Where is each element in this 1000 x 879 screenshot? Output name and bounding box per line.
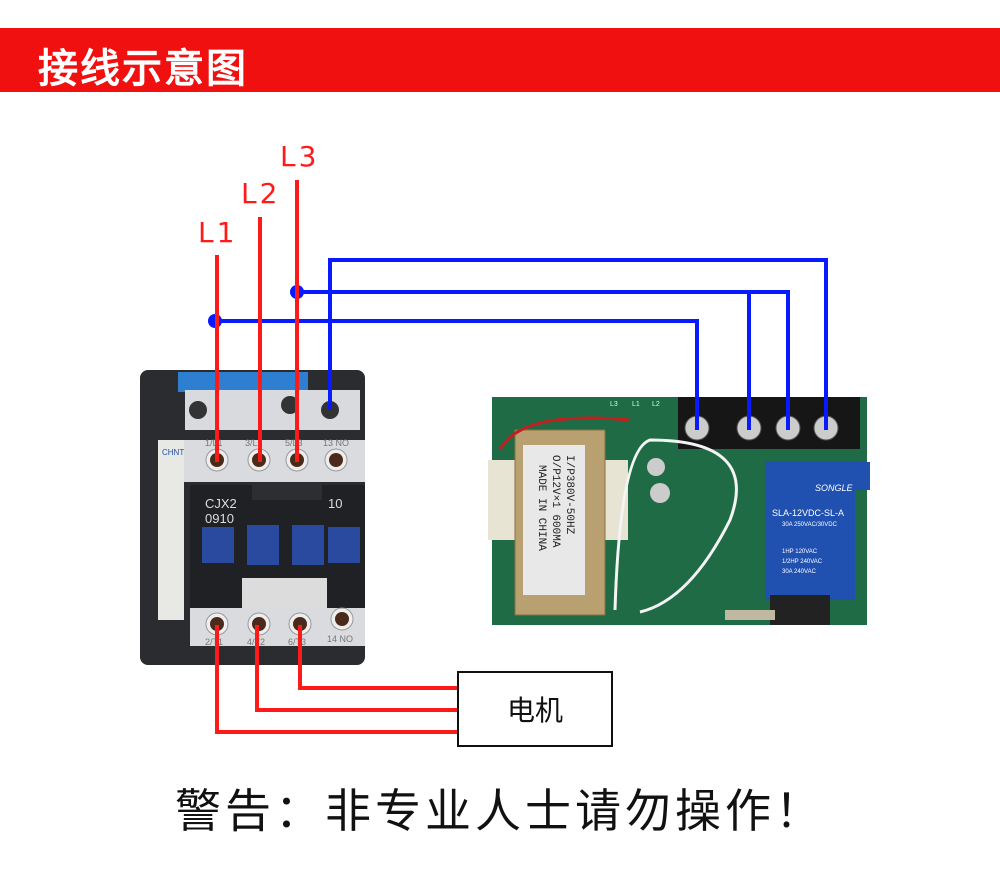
terminal-label: 13 NO — [323, 438, 349, 448]
terminal-label: 14 NO — [327, 634, 353, 644]
terminal-label: 5/L3 — [285, 438, 303, 448]
phase-label-l3: L3 — [280, 140, 319, 173]
phase-label-l1: L1 — [198, 216, 237, 249]
relay-spec: 1/2HP 240VAC — [782, 559, 823, 565]
contactor-model: CJX2 — [205, 496, 237, 511]
control-wires — [215, 258, 828, 430]
relay-spec: 30A 240VAC — [782, 569, 817, 575]
transformer-label: MADE IN CHINA — [535, 465, 547, 551]
warning-text: 警告：非专业人士请勿操作！ — [175, 784, 825, 838]
motor-label: 电机 — [507, 694, 563, 727]
contactor-aux: 10 — [328, 496, 342, 511]
page-title: 接线示意图 — [38, 46, 248, 92]
phase-label-l2: L2 — [241, 177, 280, 210]
relay-model: SLA-12VDC-SL-A — [772, 508, 844, 518]
terminal-label: 3/L2 — [245, 438, 263, 448]
controller-board: L3 L1 L2 I/P380V-50HZ O/P12V×1 600MA MAD… — [488, 397, 870, 625]
transformer-label: I/P380V-50HZ — [563, 455, 575, 535]
header-bar: 接线示意图 — [0, 28, 1000, 92]
terminal-label: 1/L1 — [205, 438, 223, 448]
phase-wires — [215, 180, 458, 734]
pcb-label: L2 — [652, 401, 660, 408]
relay-rating: 30A 250VAC/30VDC — [782, 522, 838, 528]
motor-box — [457, 671, 613, 747]
transformer-label: O/P12V×1 600MA — [549, 455, 561, 548]
terminal-label: 2/T1 — [205, 637, 223, 647]
relay-brand: SONGLE — [815, 483, 854, 493]
pcb-label: L1 — [632, 401, 640, 408]
relay-spec: 1HP 120VAC — [782, 549, 818, 555]
contactor-code: 0910 — [205, 511, 234, 526]
pcb-label: L3 — [610, 401, 618, 408]
terminal-label: 6/T3 — [288, 637, 306, 647]
contactor-brand: CHNT — [162, 448, 184, 457]
contactor: CHNT 1/L1 3/L2 5/L3 13 NO CJX2 0910 10 2… — [140, 370, 365, 665]
